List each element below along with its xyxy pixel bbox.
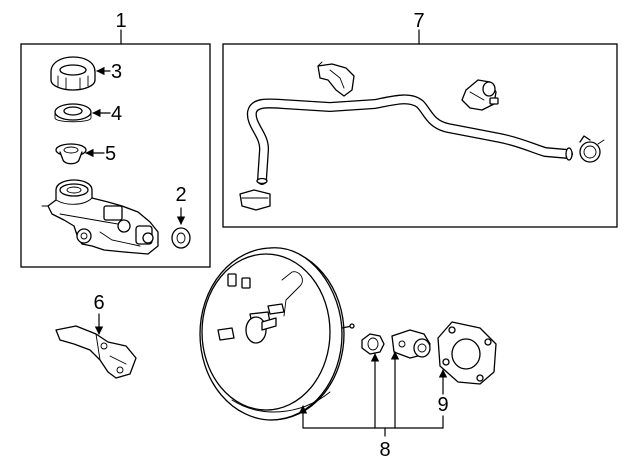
booster-gasket: [437, 321, 497, 385]
reservoir-strainer: [55, 143, 87, 165]
master-cylinder: [41, 179, 159, 255]
master-cylinder-o-ring: [171, 227, 191, 249]
vacuum-check-valve: [461, 79, 499, 111]
booster-mounting-bracket: [55, 325, 137, 379]
callout-4: 4: [111, 103, 122, 125]
group-box-master-cylinder: [20, 29, 211, 268]
hose-clip-upper: [317, 61, 355, 97]
hose-bracket: [239, 189, 271, 211]
callout-8: 8: [379, 439, 390, 461]
group-box-vacuum-hose: [222, 29, 618, 228]
booster-clevis: [391, 329, 431, 359]
callout-6: 6: [93, 292, 104, 314]
booster-nut: [361, 333, 385, 355]
hose-clamp: [579, 135, 605, 163]
leader-8: [298, 351, 444, 437]
reservoir-cap: [50, 56, 96, 91]
brake-booster: [199, 247, 355, 421]
callout-5: 5: [105, 143, 116, 165]
callout-7: 7: [413, 10, 424, 32]
callout-1: 1: [115, 10, 126, 32]
callout-9: 9: [437, 394, 448, 416]
callout-3: 3: [111, 61, 122, 83]
seal-ring: [54, 103, 92, 123]
vacuum-hose: [246, 94, 573, 185]
callout-2: 2: [175, 184, 186, 206]
